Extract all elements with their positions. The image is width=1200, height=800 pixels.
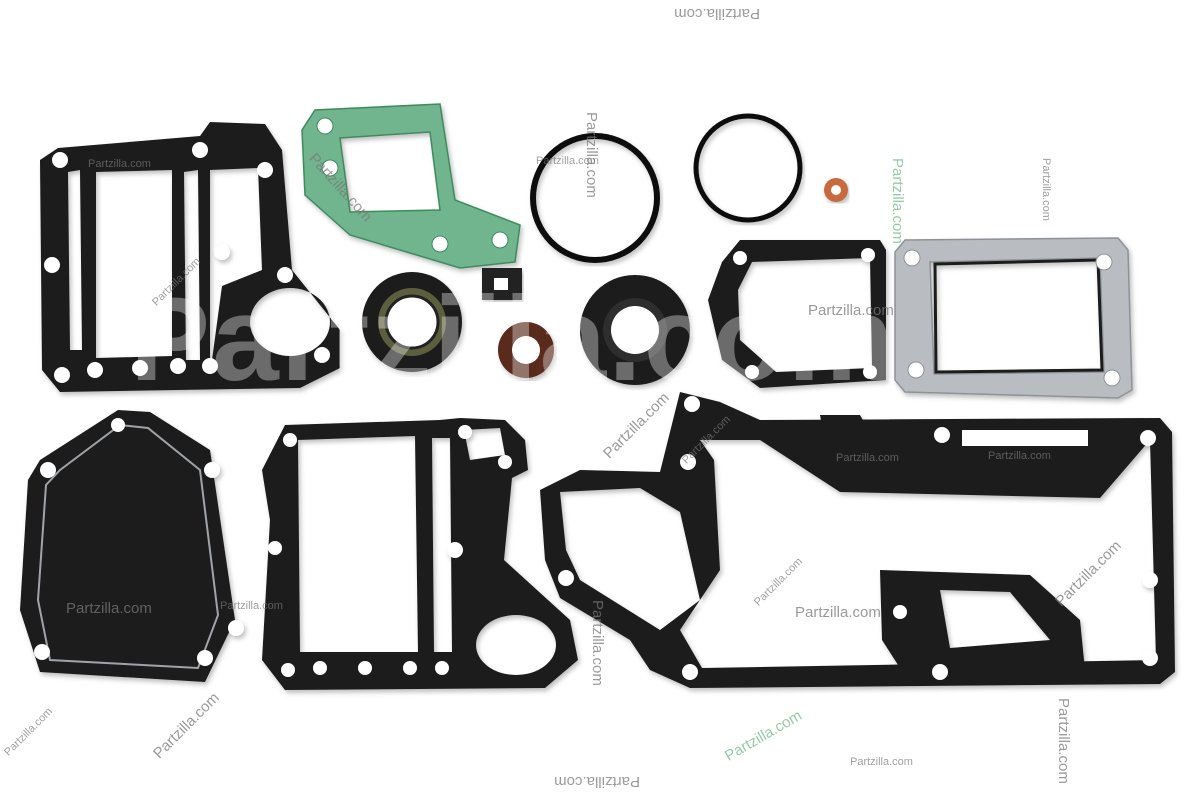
square-pad <box>482 268 522 300</box>
copper-washer <box>824 178 848 202</box>
upper-left-gasket <box>40 122 340 392</box>
green-cover-gasket <box>301 103 521 269</box>
oil-seal-medium <box>580 275 690 385</box>
medium-o-ring <box>693 113 803 223</box>
gray-gasket <box>894 237 1133 399</box>
square-gasket <box>708 240 886 388</box>
exhaust-plate-gasket <box>540 392 1175 688</box>
oil-seal-large <box>362 272 462 372</box>
large-o-ring <box>530 133 660 263</box>
cover-plate-gasket <box>20 410 244 682</box>
lower-center-gasket <box>262 418 578 690</box>
oil-seal-small <box>498 322 554 378</box>
